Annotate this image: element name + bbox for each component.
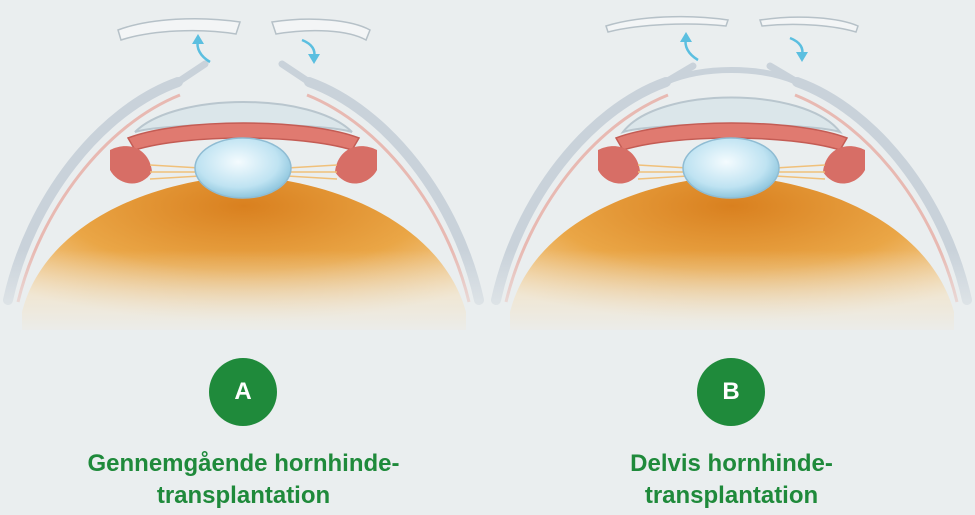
ciliary-body: [598, 146, 640, 183]
removed-cornea-right: [760, 17, 858, 32]
panel-penetrating-keratoplasty: A Gennemgående hornhinde- transplantatio…: [0, 0, 487, 515]
panel-caption: Gennemgående hornhinde- transplantation: [0, 448, 487, 512]
panel-lamellar-keratoplasty: B Delvis hornhinde- transplantation: [488, 0, 975, 515]
eye-diagram-penetrating: [0, 0, 487, 340]
eye-diagram-lamellar: [488, 0, 975, 340]
panel-badge: A: [209, 358, 277, 426]
removed-cornea-left: [118, 19, 240, 40]
caption-line-2: transplantation: [488, 480, 975, 512]
removed-cornea-left: [606, 17, 728, 32]
panel-caption: Delvis hornhinde- transplantation: [488, 448, 975, 512]
caption-line-2: transplantation: [0, 480, 487, 512]
ciliary-body: [110, 146, 152, 183]
removed-cornea-right: [272, 19, 370, 40]
panel-badge: B: [697, 358, 765, 426]
caption-line-1: Delvis hornhinde-: [488, 448, 975, 480]
cornea-edge: [178, 64, 205, 82]
lens: [683, 138, 779, 198]
caption-line-1: Gennemgående hornhinde-: [0, 448, 487, 480]
lens: [195, 138, 291, 198]
